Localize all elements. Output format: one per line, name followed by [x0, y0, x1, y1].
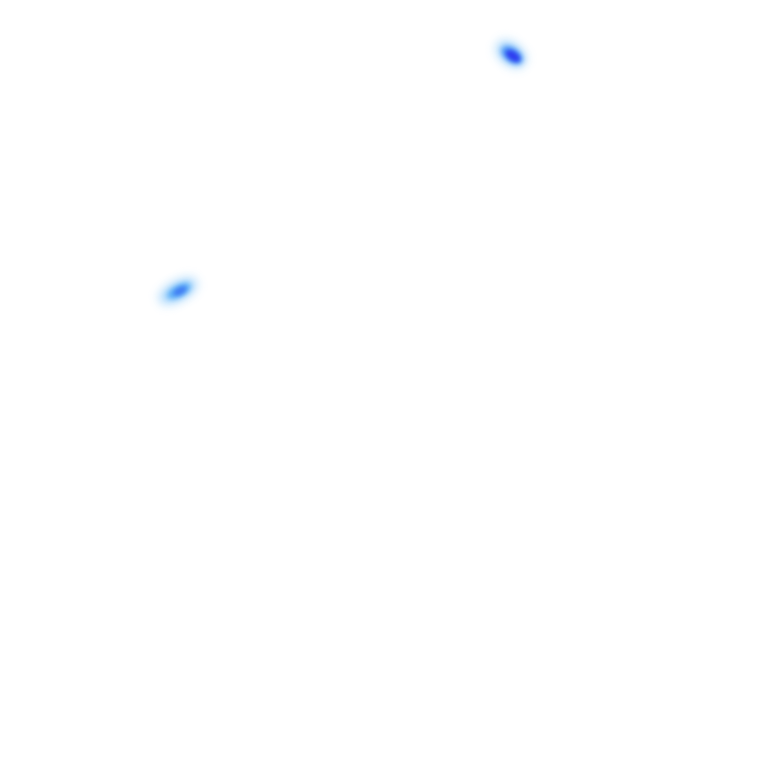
left-blob-core [173, 286, 187, 296]
upper-right-blob-core [505, 50, 521, 62]
left-blob [158, 277, 198, 305]
upper-right-blob [495, 40, 527, 68]
